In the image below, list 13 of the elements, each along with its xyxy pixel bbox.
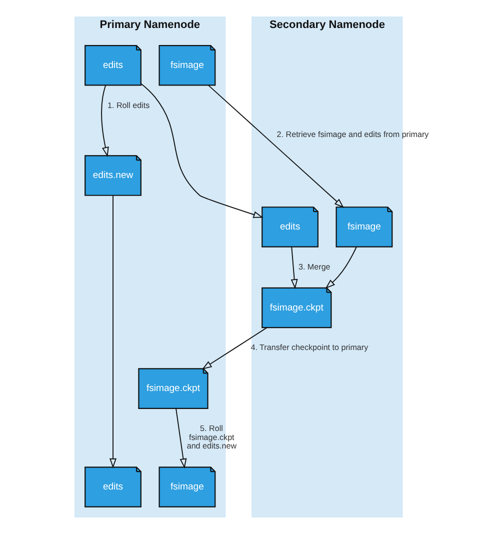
arrow — [101, 84, 109, 157]
arrow — [290, 246, 298, 290]
edge-label: 3. Merge — [298, 262, 330, 272]
arrow — [176, 408, 187, 469]
edge-label: 4. Transfer checkpoint to primary — [250, 343, 368, 352]
edge-label: 1. Roll edits — [108, 100, 150, 110]
arrow — [140, 83, 264, 218]
arrow — [202, 327, 268, 370]
edge-label: 5. Roll fsimage.ckpt and edits.new — [186, 424, 237, 451]
arrow — [110, 195, 117, 468]
arrow — [325, 246, 357, 289]
arrow — [208, 84, 344, 208]
edge-label: 2. Retrieve fsimage and edits from primary — [276, 130, 429, 140]
